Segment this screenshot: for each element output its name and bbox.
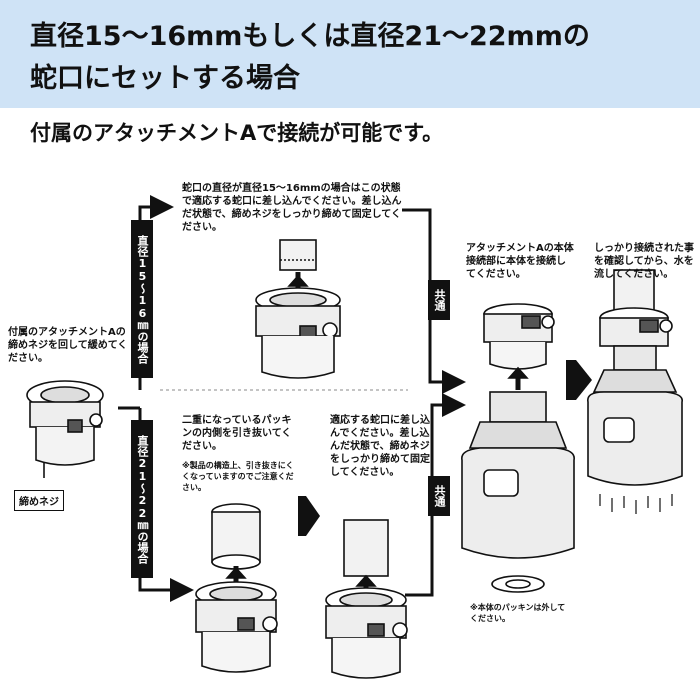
branch-bottom-step1-note: ※製品の構造上、引き抜きにくくなっていますのでご注意ください。	[182, 461, 294, 492]
right-step1-instruction: アタッチメントAの本体接続部に本体を接続してください。	[466, 243, 574, 280]
shower-body-connect	[461, 303, 575, 593]
header-title-line1: 直径15〜16mmもしくは直径21〜22mmの	[30, 21, 590, 52]
branch-bottom-step2: 適応する蛇口に差し込んでください。差し込んだ状態で、締めネジをしっかり締めて固定…	[330, 415, 430, 478]
attachment-top	[255, 239, 341, 379]
attachment-left	[26, 380, 104, 478]
header-title-line2: 蛇口にセットする場合	[30, 63, 300, 94]
common-badge-bottom: 共通	[428, 476, 450, 516]
branch-bottom-step1: 二重になっているパッキンの内側を引き抜いてください。	[182, 415, 292, 452]
left-instruction: 付属のアタッチメントAの締めネジを回して緩めてください。	[8, 327, 128, 364]
branch-top-label: 直径15〜16㎜の場合	[131, 220, 153, 378]
branch-bottom-label: 直径21〜22㎜の場合	[131, 420, 153, 578]
right-step2-instruction: しっかり接続された事を確認してから、水を流してください。	[594, 243, 694, 280]
subtitle: 付属のアタッチメントAで接続が可能です。	[30, 121, 444, 145]
shower-assembled	[587, 269, 683, 486]
attachment-bottom-step2	[325, 519, 408, 679]
header-banner: 直径15〜16mmもしくは直径21〜22mmの 蛇口にセットする場合	[0, 0, 700, 108]
packing-note: ※本体のパッキンは外してください。	[470, 603, 566, 623]
common-badge-top: 共通	[428, 280, 450, 320]
screw-tag: 締めネジ	[14, 490, 64, 511]
step-arrow-1	[298, 496, 320, 536]
step-arrow-2	[566, 360, 592, 400]
branch-top-instruction: 蛇口の直径が直径15〜16mmの場合はこの状態で適応する蛇口に差し込んでください…	[182, 183, 402, 233]
attachment-bottom-step1	[195, 503, 278, 673]
water-spray	[599, 494, 673, 514]
